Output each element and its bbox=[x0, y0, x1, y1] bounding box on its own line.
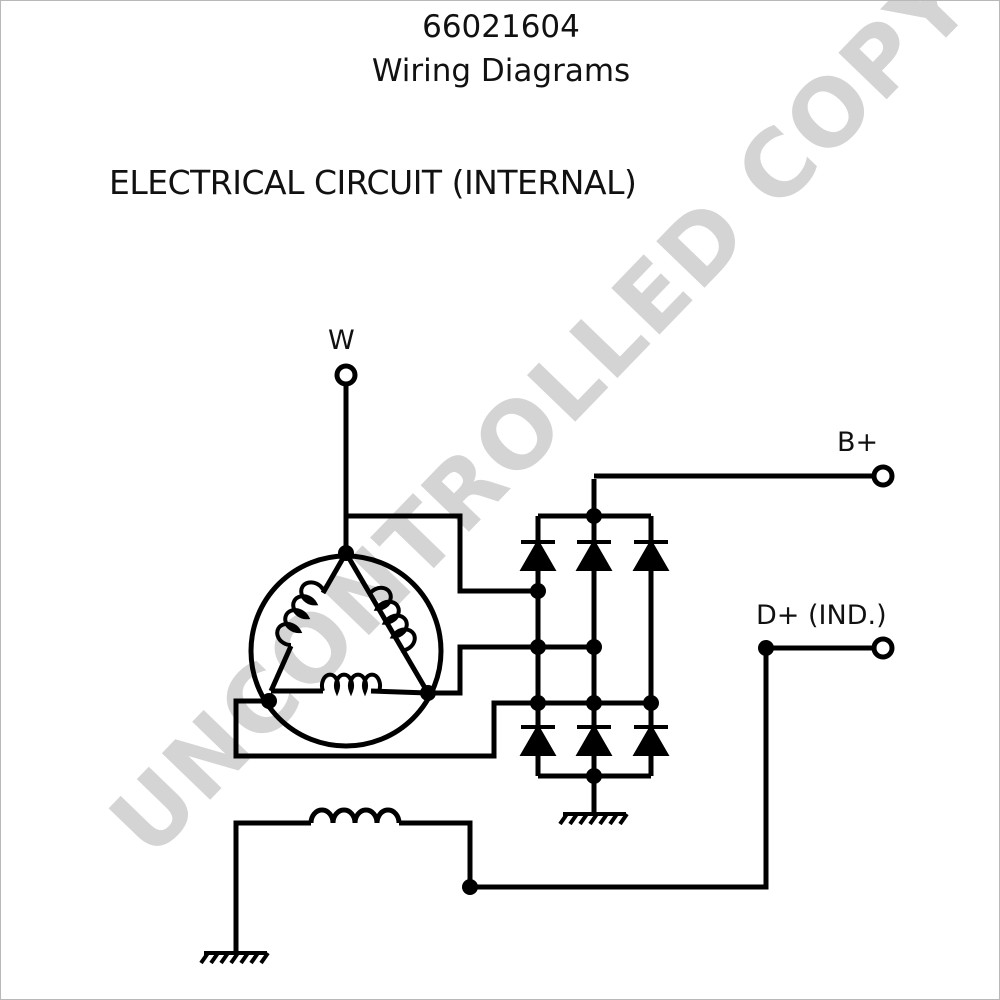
d-plus-terminal bbox=[871, 636, 895, 660]
diode-lower-3 bbox=[632, 723, 670, 756]
part-number: 66021604 bbox=[422, 9, 580, 45]
field-coil bbox=[308, 807, 402, 824]
diode-upper-1 bbox=[519, 538, 557, 571]
b-plus-terminal bbox=[871, 464, 895, 488]
diode-group bbox=[519, 538, 670, 756]
field-coil-lead-right bbox=[399, 820, 473, 887]
junction-dots bbox=[261, 508, 774, 895]
diode-lower-2 bbox=[575, 723, 613, 756]
delta-edge-left-bottom bbox=[268, 644, 294, 693]
w-terminal-label: W bbox=[328, 325, 355, 356]
ground-symbol-rectifier bbox=[558, 812, 629, 826]
stator-coil-left bbox=[275, 580, 325, 647]
b-plus-label: B+ bbox=[837, 427, 878, 458]
w-terminal bbox=[334, 363, 358, 387]
ground-symbol-field bbox=[199, 951, 270, 965]
phase-wire-3 bbox=[233, 698, 651, 759]
d-plus-label: D+ (IND.) bbox=[756, 600, 887, 631]
phase-wire-1 bbox=[346, 513, 538, 594]
phase-wire-2 bbox=[428, 644, 594, 696]
diode-upper-3 bbox=[632, 538, 670, 571]
diode-lower-1 bbox=[519, 723, 557, 756]
diode-upper-2 bbox=[575, 538, 613, 571]
stator-coil-right bbox=[367, 585, 417, 653]
delta-edge-bottom-right bbox=[370, 688, 429, 696]
field-coil-lead-left bbox=[233, 820, 311, 953]
section-title: ELECTRICAL CIRCUIT (INTERNAL) bbox=[109, 163, 637, 202]
excitation-wire bbox=[470, 648, 769, 890]
stator-coil-bottom bbox=[320, 672, 382, 697]
document-title: Wiring Diagrams bbox=[371, 53, 631, 89]
